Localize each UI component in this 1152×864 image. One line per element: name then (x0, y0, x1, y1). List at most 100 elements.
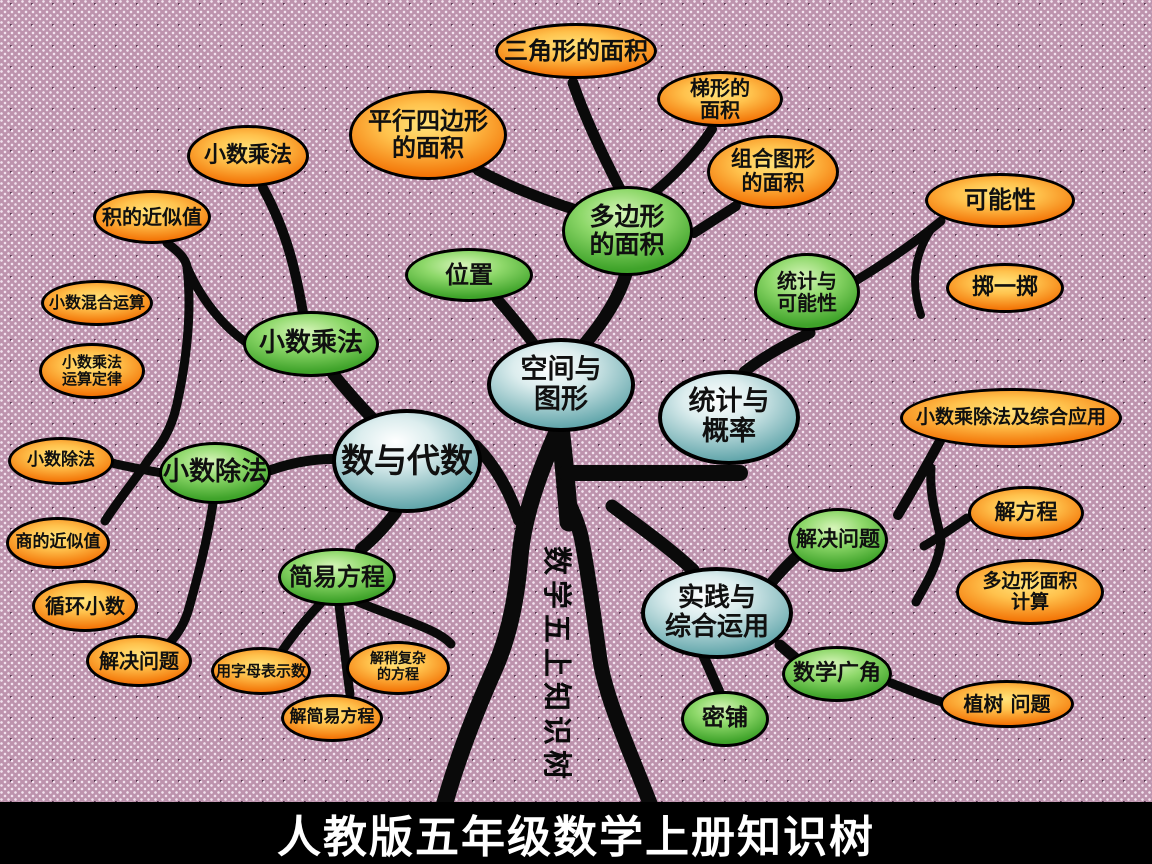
node-polygon-area: 多边形的面积 (561, 186, 693, 276)
branch-path (470, 440, 525, 526)
node-composite-figure-area: 组合图形的面积 (707, 135, 839, 209)
node-decimal-mixed-operations: 小数混合运算 (41, 280, 153, 326)
branch-path (689, 201, 741, 238)
node-math-wide-angle: 数学广角 (782, 646, 892, 702)
node-label-line: 多边形 (589, 202, 665, 231)
title-bar: 人教版五年级数学上册知识树 (0, 802, 1152, 864)
branch-path (258, 183, 308, 318)
node-label-line: 可能性 (964, 185, 1036, 214)
node-label-line: 图形 (534, 384, 588, 415)
node-label-line: 数与代数 (341, 440, 473, 480)
branch-path (334, 600, 355, 699)
node-label-line: 解简易方程 (289, 707, 375, 728)
node-decimal-muldiv-application: 小数乘除法及综合应用 (900, 388, 1122, 448)
node-simple-equations: 简易方程 (278, 548, 396, 606)
node-label-line: 数学广角 (792, 660, 881, 686)
node-label-line: 的方程 (377, 667, 419, 683)
branch-path (919, 513, 972, 551)
node-label-line: 三角形的面积 (504, 36, 648, 65)
branch-path (100, 238, 194, 526)
node-label-line: 综合运用 (664, 612, 769, 642)
branch-path (911, 224, 936, 319)
branch-path (561, 496, 659, 814)
node-label-line: 统计与 (688, 385, 770, 417)
node-label-line: 小数除法 (162, 457, 267, 488)
node-tessellation: 密铺 (681, 691, 769, 747)
node-label-line: 小数乘法 (258, 328, 363, 359)
node-label-line: 解决问题 (99, 648, 179, 673)
branch-path (355, 506, 402, 555)
node-label-line: 组合图形 (731, 147, 815, 172)
node-label-line: 的面积 (741, 171, 805, 195)
node-label-line: 概率 (702, 416, 756, 447)
node-trapezoid-area: 梯形的面积 (657, 71, 783, 127)
node-label-line: 小数乘除法及综合应用 (915, 406, 1106, 429)
node-label-line: 用字母表示数 (215, 661, 306, 680)
node-space-and-shapes: 空间与图形 (487, 338, 635, 432)
branch-path (647, 124, 717, 199)
branch-path (886, 678, 947, 707)
node-label-line: 解方程 (994, 500, 1058, 525)
node-label-line: 空间与 (520, 353, 602, 385)
node-decimal-multiplication-laws: 小数乘法运算定律 (39, 343, 145, 399)
node-repeating-decimals: 循环小数 (32, 580, 138, 632)
node-polygon-area-calculation: 多边形面积计算 (956, 559, 1104, 625)
node-decimal-multiplication-branch: 小数乘法 (243, 311, 379, 377)
node-label-line: 实践与 (677, 582, 756, 613)
node-parallelogram-area: 平行四边形的面积 (349, 90, 507, 180)
node-label-line: 可能性 (777, 291, 837, 315)
branch-path (491, 293, 542, 353)
node-label-line: 商的近似值 (15, 532, 101, 553)
node-decimal-division-leaf: 小数除法 (8, 437, 114, 485)
branch-path (893, 436, 945, 520)
node-possibility: 可能性 (925, 172, 1075, 228)
branch-path (698, 650, 724, 696)
branch-path (351, 596, 456, 649)
node-label-line: 解决问题 (796, 527, 880, 552)
branch-path (911, 463, 946, 607)
node-approximate-quotient: 商的近似值 (6, 517, 110, 569)
node-practice-and-application: 实践与综合运用 (641, 567, 793, 659)
node-label-line: 面积 (700, 98, 740, 122)
node-tree-planting-problem: 植树 问题 (940, 680, 1074, 728)
node-statistics-and-probability: 统计与概率 (658, 369, 800, 465)
branch-path (605, 499, 700, 577)
branch-path (327, 368, 380, 426)
branch-path (472, 164, 592, 219)
branch-path (277, 598, 326, 656)
node-label-line: 小数乘法 (203, 142, 292, 168)
node-label-line: 密铺 (702, 705, 748, 732)
node-letters-for-numbers: 用字母表示数 (211, 647, 311, 695)
node-label-line: 积的近似值 (102, 204, 202, 229)
branch-path (738, 327, 816, 378)
node-decimal-multiplication-leaf: 小数乘法 (187, 125, 309, 187)
node-label-line: 运算定律 (61, 370, 122, 388)
branch-path (435, 421, 567, 815)
node-label-line: 简易方程 (289, 562, 385, 591)
node-label-line: 植树 问题 (963, 691, 1051, 716)
node-label-line: 掷一掷 (971, 274, 1038, 300)
node-label-line: 小数混合运算 (48, 293, 145, 313)
branch-path (567, 77, 627, 197)
page-title: 人教版五年级数学上册知识树 (277, 812, 875, 863)
node-triangle-area: 三角形的面积 (495, 23, 657, 79)
node-label-line: 小数乘法 (61, 353, 122, 372)
branch-path (576, 267, 633, 353)
node-problem-solving-branch: 解决问题 (788, 508, 888, 572)
node-label-line: 统计与 (777, 268, 837, 293)
node-solving-complex-equations: 解稍复杂的方程 (346, 641, 450, 695)
node-position: 位置 (405, 248, 533, 302)
branch-path (163, 498, 218, 649)
node-decimal-division-branch: 小数除法 (159, 442, 271, 504)
node-label-line: 多边形面积 (982, 569, 1078, 592)
node-solving-simple-equations: 解简易方程 (281, 694, 383, 742)
node-label-line: 解稍复杂 (370, 651, 426, 668)
branch-path (266, 454, 338, 475)
node-label-line: 的面积 (392, 134, 464, 162)
node-label-line: 平行四边形 (368, 107, 488, 136)
node-statistics-and-possibility: 统计与可能性 (754, 253, 860, 331)
branch-path (107, 458, 167, 478)
node-label-line: 计算 (1010, 591, 1049, 613)
